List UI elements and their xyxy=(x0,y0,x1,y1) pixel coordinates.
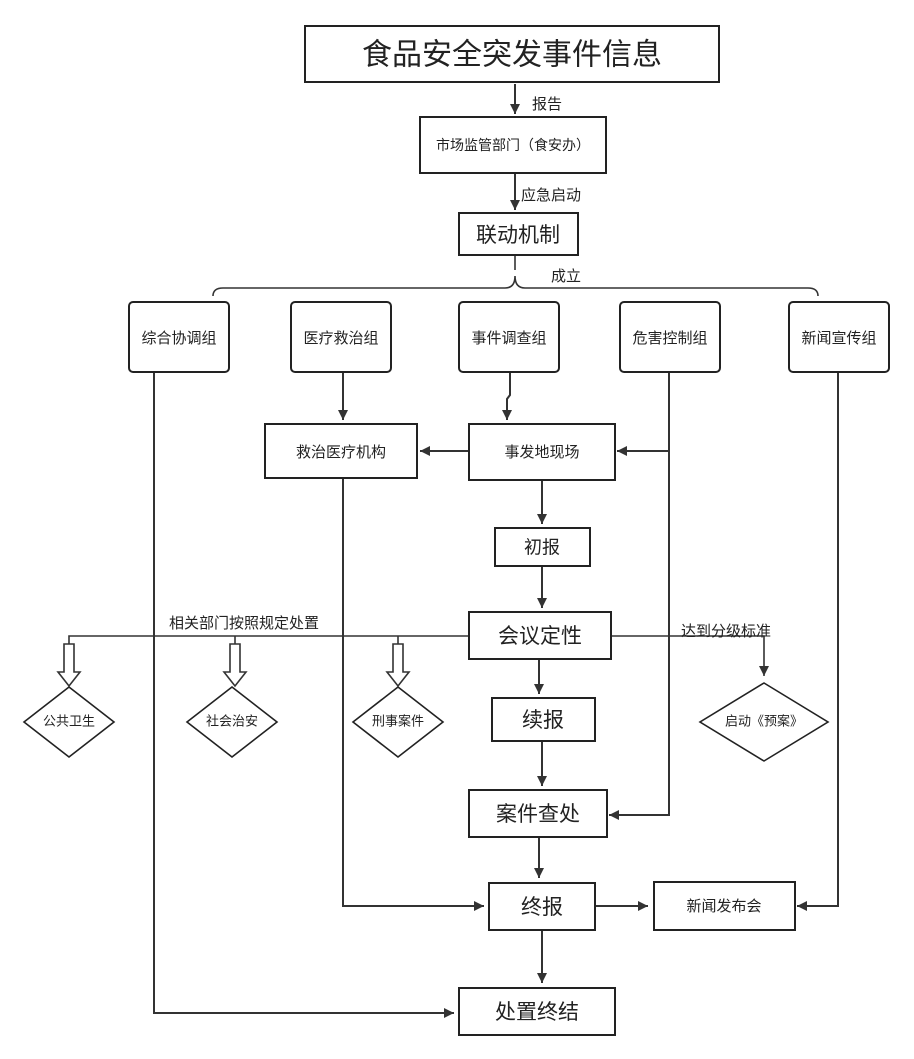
group-investigation-text: 事件调查组 xyxy=(471,329,546,347)
connectors xyxy=(56,84,839,1018)
followup-text: 续报 xyxy=(522,708,564,732)
conclude-node: 处置终结 xyxy=(458,987,616,1036)
public-health-text: 公共卫生 xyxy=(43,715,95,730)
diamond-public-health: 公共卫生 xyxy=(22,685,116,759)
label-emergency: 应急启动 xyxy=(521,186,581,204)
investigate-text: 案件查处 xyxy=(496,802,580,826)
final-report-node: 终报 xyxy=(488,882,596,931)
criminal-text: 刑事案件 xyxy=(372,715,424,730)
group-publicity-text: 新闻宣传组 xyxy=(801,329,876,347)
followup-node: 续报 xyxy=(491,697,596,742)
hollow-arrow-criminal xyxy=(385,643,411,688)
hospital-node: 救治医疗机构 xyxy=(264,423,418,479)
diamond-criminal: 刑事案件 xyxy=(351,685,445,759)
meeting-text: 会议定性 xyxy=(498,624,582,648)
hollow-arrow-public-health xyxy=(56,643,82,688)
market-text: 市场监管部门（食安办） xyxy=(436,137,590,154)
arrow-publicity-to-press xyxy=(797,373,839,911)
market-node: 市场监管部门（食安办） xyxy=(419,116,607,174)
group-medical: 医疗救治组 xyxy=(290,301,392,373)
linkage-text: 联动机制 xyxy=(476,223,560,247)
group-coordination-text: 综合协调组 xyxy=(141,329,216,347)
investigate-node: 案件查处 xyxy=(468,789,608,838)
scene-text: 事发地现场 xyxy=(504,443,579,461)
press-node: 新闻发布会 xyxy=(653,881,796,931)
linkage-node: 联动机制 xyxy=(458,212,579,256)
label-report: 报告 xyxy=(532,95,562,113)
diamond-public-security: 社会治安 xyxy=(185,685,279,759)
hospital-text: 救治医疗机构 xyxy=(296,443,386,461)
branch-left xyxy=(68,635,469,644)
group-control-text: 危害控制组 xyxy=(632,329,707,347)
branch-right xyxy=(612,635,769,676)
group-coordination: 综合协调组 xyxy=(128,301,230,373)
title-text: 食品安全突发事件信息 xyxy=(362,38,662,73)
scene-node: 事发地现场 xyxy=(468,423,616,481)
initial-report-node: 初报 xyxy=(494,527,591,567)
diamond-plan: 启动《预案》 xyxy=(698,682,830,762)
press-text: 新闻发布会 xyxy=(686,897,761,915)
public-security-text: 社会治安 xyxy=(206,714,258,730)
conclude-text: 处置终结 xyxy=(495,1000,579,1024)
initial-report-text: 初报 xyxy=(524,538,560,559)
arrow-coordination-to-conclude xyxy=(153,373,454,1018)
group-control: 危害控制组 xyxy=(619,301,721,373)
group-publicity: 新闻宣传组 xyxy=(788,301,890,373)
label-establish: 成立 xyxy=(551,267,581,285)
group-medical-text: 医疗救治组 xyxy=(303,329,378,347)
title-node: 食品安全突发事件信息 xyxy=(304,25,720,83)
hollow-arrow-public-security xyxy=(222,643,248,688)
label-grading: 达到分级标准 xyxy=(681,622,771,640)
arrow-investigation-to-scene xyxy=(502,373,512,420)
arrow-hospital-to-final xyxy=(342,478,484,911)
arrow-control-to-investigate xyxy=(609,373,670,820)
label-departments: 相关部门按照规定处置 xyxy=(169,614,319,632)
plan-text: 启动《预案》 xyxy=(725,715,803,730)
meeting-node: 会议定性 xyxy=(468,611,612,660)
group-investigation: 事件调查组 xyxy=(458,301,560,373)
final-report-text: 终报 xyxy=(521,895,563,919)
brace xyxy=(212,275,819,297)
